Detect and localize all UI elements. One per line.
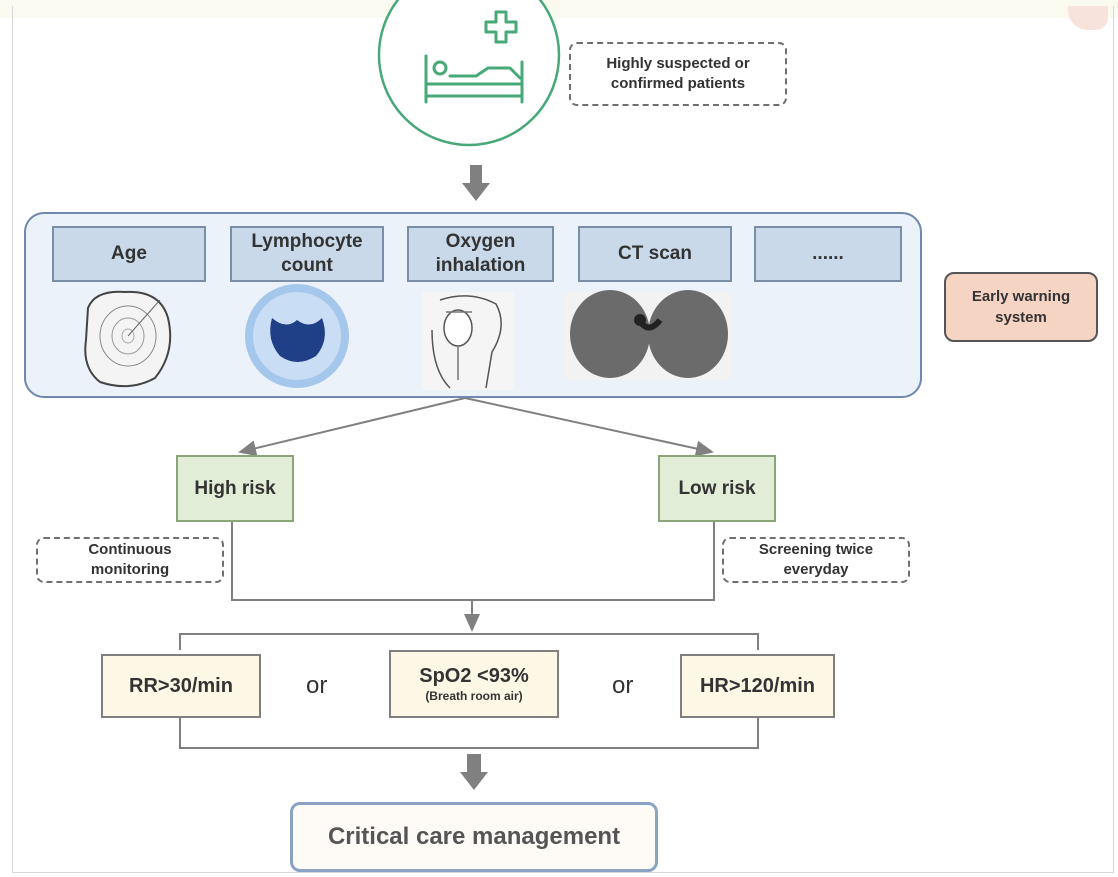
high-risk-box: High risk [176,455,294,522]
spo2-note: (Breath room air) [425,688,523,703]
top-strip [0,0,1118,18]
merge-line [231,522,715,601]
low-risk-note: Screening twice everyday [722,537,910,583]
spo2-value: SpO2 <93% [419,664,529,687]
early-warning-system: Early warning system [944,272,1098,342]
factor-more: ...... [754,226,902,282]
figure-frame [12,6,1114,873]
criterion-hr: HR>120/min [680,654,835,718]
factor-ct-scan: CT scan [578,226,732,282]
arrow-to-low-risk [464,397,714,457]
patients-note: Highly suspected or confirmed patients [569,42,787,106]
arrow-to-critical-care [460,754,488,790]
arrow-to-factors [462,165,490,201]
hospital-bed-icon [424,10,524,104]
low-risk-box: Low risk [658,455,776,522]
criteria-bracket-bottom [179,718,759,749]
criteria-bracket-top [179,633,759,650]
or-label-1: or [306,672,328,699]
factor-age: Age [52,226,206,282]
critical-care-management: Critical care management [290,802,658,872]
criterion-spo2: SpO2 <93% (Breath room air) [389,650,559,718]
arrow-to-high-risk [238,397,466,457]
factor-oxygen: Oxygen inhalation [407,226,554,282]
criterion-rr: RR>30/min [101,654,261,718]
high-risk-note: Continuous monitoring [36,537,224,583]
or-label-2: or [612,672,634,699]
patient-circle [377,0,561,147]
factor-lymphocyte: Lymphocyte count [230,226,384,282]
